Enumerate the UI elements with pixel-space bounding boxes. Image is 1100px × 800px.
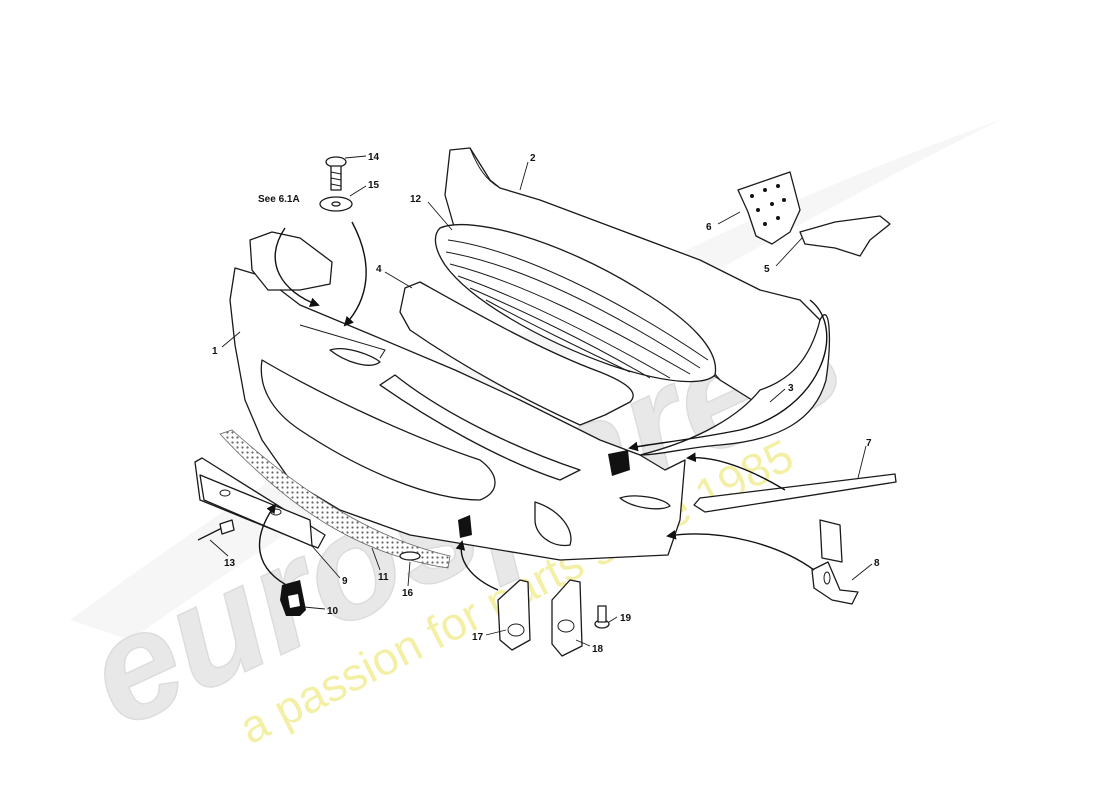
watermark-swoosh <box>70 120 1000 640</box>
callout-3: 3 <box>788 383 794 394</box>
bumper-clip-lower <box>458 515 472 538</box>
part-17-bracket <box>497 579 531 651</box>
callout-5: 5 <box>764 264 770 275</box>
callout-11: 11 <box>378 572 389 583</box>
part-8-bracket <box>811 519 859 605</box>
callout-6: 6 <box>706 222 712 233</box>
reference-bracket-6-1a <box>249 231 333 291</box>
part-13-fastener-pin <box>197 519 235 541</box>
leader-lines <box>209 155 873 647</box>
part-5-side-bracket <box>799 215 891 257</box>
callout-18: 18 <box>592 644 604 655</box>
callout-4: 4 <box>376 264 382 275</box>
callout-2: 2 <box>530 153 536 164</box>
part-19-bolt <box>594 605 610 629</box>
part-1-bumper-cover <box>229 267 686 561</box>
part-11-mesh-strip <box>219 429 451 569</box>
callouts: 14 15 See 6.1A 2 12 4 1 3 6 5 7 8 9 10 1… <box>212 152 880 655</box>
part-14-screw <box>325 156 347 191</box>
callout-14: 14 <box>368 152 380 163</box>
callout-1: 1 <box>212 346 218 357</box>
part-10-clip <box>280 580 306 616</box>
part-15-washer <box>319 196 353 212</box>
callout-12: 12 <box>410 194 422 205</box>
callout-17: 17 <box>472 632 484 643</box>
callout-15: 15 <box>368 180 380 191</box>
part-18-bracket <box>551 579 583 657</box>
callout-13: 13 <box>224 558 236 569</box>
callout-9: 9 <box>342 576 348 587</box>
reference-note: See 6.1A <box>258 194 300 205</box>
part-12-grille <box>434 224 717 383</box>
part-16-oval-insert <box>399 551 421 561</box>
bumper-clip-upper <box>608 450 630 476</box>
callout-7: 7 <box>866 438 872 449</box>
callout-8: 8 <box>874 558 880 569</box>
part-7-trim-strip <box>693 473 897 513</box>
callout-19: 19 <box>620 613 632 624</box>
part-6-mounting-bracket <box>737 171 801 245</box>
assembly-arrows <box>258 221 828 591</box>
part-3-side-extension <box>639 314 831 456</box>
part-4-upper-intake-trim <box>399 281 634 426</box>
callout-16: 16 <box>402 588 414 599</box>
callout-10: 10 <box>327 606 339 617</box>
